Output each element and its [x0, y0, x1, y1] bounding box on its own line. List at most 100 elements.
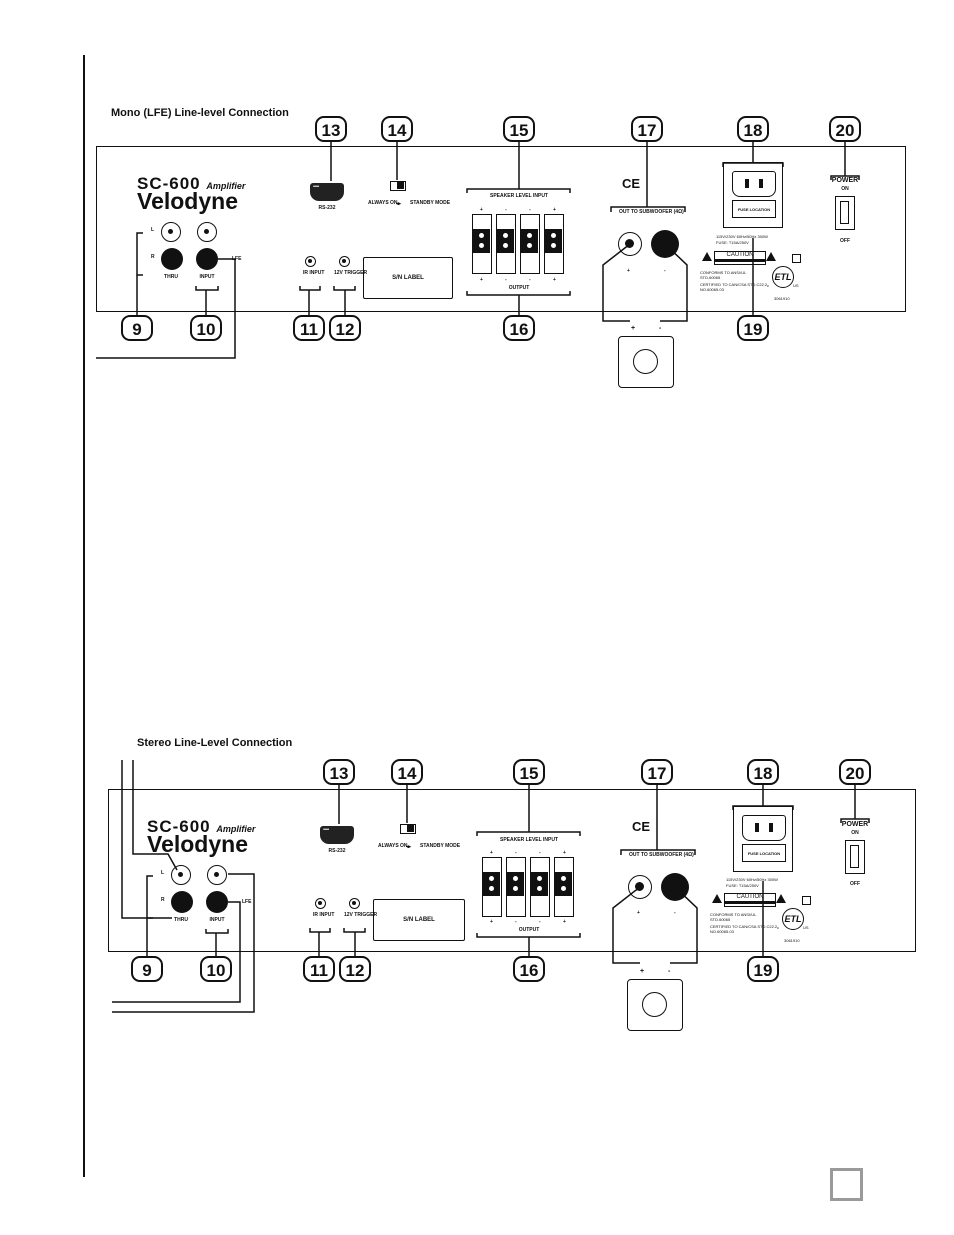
- connection-lines: [112, 760, 870, 1013]
- speaker-terminal-4: [554, 857, 574, 917]
- etl-logo: ETL: [772, 266, 794, 288]
- callout-20: 20: [829, 116, 861, 142]
- callout-14: 14: [391, 759, 423, 785]
- voltage-rating-text: 115V/230V 60Hz/50Hz 300W: [726, 877, 778, 882]
- out-to-subwoofer-label: OUT TO SUBWOOFER (4Ω): [619, 209, 684, 215]
- speaker-terminal-3: [520, 214, 540, 274]
- power-on-label: ON: [841, 186, 849, 192]
- speaker-terminal-2: [496, 214, 516, 274]
- callout-10: 10: [200, 956, 232, 982]
- callout-15: 15: [503, 116, 535, 142]
- caution-label: CAUTION: [714, 251, 766, 265]
- callout-16: 16: [503, 315, 535, 341]
- power-off-label: OFF: [850, 881, 860, 887]
- power-rocker-switch: [835, 196, 855, 230]
- callout-9: 9: [131, 956, 163, 982]
- polarity-plus-2: +: [563, 850, 566, 856]
- warning-triangle-icon: [712, 894, 722, 903]
- model-name: SC-600 Amplifier: [147, 817, 256, 836]
- fuse-rating-text: FUSE: T15A/250V: [716, 240, 749, 245]
- switch-arrow-icon: ◂▸: [396, 201, 402, 207]
- speaker-terminal-1: [472, 214, 492, 274]
- trigger-jack: [339, 256, 350, 267]
- rs232-label: RS-232: [318, 205, 336, 211]
- callout-12: 12: [329, 315, 361, 341]
- voltage-rating-text: 115V/230V 60Hz/50Hz 300W: [716, 234, 768, 239]
- ce-mark: CE: [622, 176, 641, 191]
- thru-label: THRU: [164, 274, 178, 280]
- speaker-terminal-2: [506, 857, 526, 917]
- etl-c-mark: c: [767, 283, 769, 288]
- polarity-plus-4: +: [553, 277, 556, 283]
- mono-connection-diagram: Mono (LFE) Line-level Connection 13 14 1…: [0, 0, 954, 388]
- callout-11: 11: [303, 956, 335, 982]
- etl-us-mark: US: [803, 925, 809, 930]
- etl-us-mark: US: [793, 283, 799, 288]
- sub-box-plus: +: [640, 968, 645, 975]
- callout-20: 20: [839, 759, 871, 785]
- polarity-minus-3: -: [515, 919, 517, 925]
- brand-logo: Velodyne: [147, 831, 248, 857]
- input-label: INPUT: [209, 917, 225, 923]
- fuse-location-box: FUSE LOCATION: [742, 844, 786, 862]
- trigger-label: 12V TRIGGER: [344, 912, 378, 918]
- power-on-label: ON: [851, 830, 859, 836]
- ac-power-inlet: FUSE LOCATION: [733, 806, 793, 872]
- callout-10: 10: [190, 315, 222, 341]
- section-title: Stereo Line-Level Connection: [137, 737, 293, 749]
- conforms-text: CONFORMS TO ANSI/UL STD.60065: [710, 912, 757, 922]
- subwoofer-driver-box: [627, 979, 683, 1031]
- rs232-port: [320, 826, 354, 844]
- trigger-jack: [349, 898, 360, 909]
- always-on-label: ALWAYS ON: [368, 200, 398, 206]
- rs232-port: [310, 183, 344, 201]
- sub-plus-label: +: [637, 910, 640, 916]
- conforms-text: CONFORMS TO ANSI/UL STD.60065: [700, 270, 747, 280]
- polarity-plus-2: +: [553, 207, 556, 213]
- connection-lines: [96, 142, 860, 359]
- model-name: SC-600 Amplifier: [137, 174, 246, 193]
- power-rocker-switch: [845, 840, 865, 874]
- standby-switch: [390, 181, 406, 191]
- thru-right-jack: [171, 891, 193, 913]
- polarity-plus-1: +: [480, 207, 483, 213]
- power-off-label: OFF: [840, 238, 850, 244]
- stereo-connection-diagram: Stereo Line-Level Connection 13 14 15 17…: [0, 640, 954, 1031]
- fuse-rating-text: FUSE: T15A/250V: [726, 883, 759, 888]
- sub-minus-label: -: [664, 268, 666, 274]
- polarity-minus-4: -: [539, 919, 541, 925]
- double-insulation-icon: [802, 896, 811, 905]
- power-label: POWER: [841, 821, 869, 828]
- sub-minus-label: -: [674, 910, 676, 916]
- callout-11: 11: [293, 315, 325, 341]
- callout-19: 19: [737, 315, 769, 341]
- standby-switch: [400, 824, 416, 834]
- speaker-level-input-label: SPEAKER LEVEL INPUT: [490, 193, 548, 199]
- callout-16: 16: [513, 956, 545, 982]
- polarity-plus-1: +: [490, 850, 493, 856]
- ir-input-jack: [305, 256, 316, 267]
- sub-box-minus: -: [659, 325, 662, 332]
- caution-label: CAUTION: [724, 893, 776, 907]
- page-number-box: [830, 1168, 863, 1201]
- polarity-minus-3: -: [505, 277, 507, 283]
- callout-13: 13: [323, 759, 355, 785]
- warning-triangle-icon: [702, 252, 712, 261]
- serial-number-label: S/N LABEL: [373, 899, 465, 941]
- margin-rule: [83, 55, 85, 1177]
- callout-15: 15: [513, 759, 545, 785]
- speaker-terminal-4: [544, 214, 564, 274]
- polarity-plus-3: +: [490, 919, 493, 925]
- sub-plus-label: +: [627, 268, 630, 274]
- thru-left-jack: [161, 222, 181, 242]
- polarity-minus-2: -: [529, 207, 531, 213]
- etl-number: 3061910: [774, 296, 790, 301]
- rs232-label: RS-232: [328, 848, 346, 854]
- sub-box-minus: -: [668, 968, 671, 975]
- input-label: INPUT: [199, 274, 215, 280]
- speaker-terminal-3: [530, 857, 550, 917]
- polarity-minus-1: -: [515, 850, 517, 856]
- thru-label: THRU: [174, 917, 188, 923]
- input-lfe-jack: [196, 248, 218, 270]
- switch-arrow-icon: ◂▸: [406, 844, 412, 850]
